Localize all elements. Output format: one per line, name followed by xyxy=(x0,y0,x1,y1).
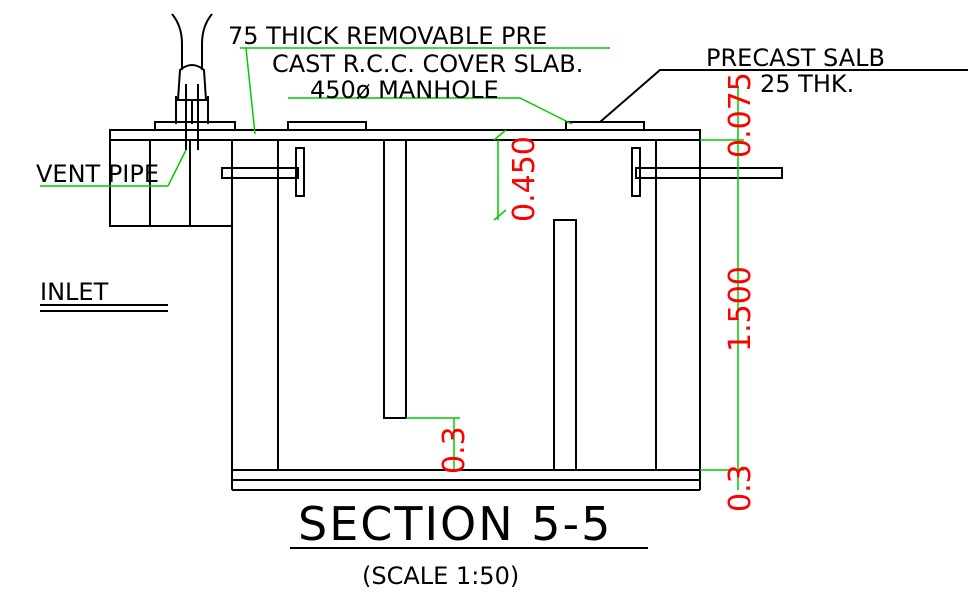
outlet-tee-pipe xyxy=(631,147,783,197)
manhole-label: 450ø MANHOLE xyxy=(310,76,499,104)
inlet-tee-pipe xyxy=(221,147,305,197)
scale-label: (SCALE 1:50) xyxy=(362,562,519,590)
dim-height: 1.500 xyxy=(723,266,758,352)
dim-upper: 0.450 xyxy=(507,136,542,222)
dim-gap: 0.3 xyxy=(437,426,472,474)
dim-bottom: 0.3 xyxy=(723,464,758,512)
main-tank xyxy=(231,140,701,491)
cover-label-line2: CAST R.C.C. COVER SLAB. xyxy=(272,50,583,78)
vent-pipe-label: VENT PIPE xyxy=(36,160,159,188)
precast-leader xyxy=(599,69,968,123)
inlet-label: INLET xyxy=(40,278,109,306)
cover-label-line1: 75 THICK REMOVABLE PRE xyxy=(228,22,547,50)
precast-label-line1: PRECAST SALB xyxy=(706,44,885,72)
vent-pipe-cap xyxy=(171,13,213,150)
label-underlines xyxy=(40,304,648,549)
dim-slab: 0.075 xyxy=(723,72,758,158)
section-title: SECTION 5-5 xyxy=(298,497,612,551)
precast-label-line2: 25 THK. xyxy=(760,70,854,98)
leader-lines xyxy=(40,47,744,490)
baffle-walls xyxy=(383,139,577,471)
